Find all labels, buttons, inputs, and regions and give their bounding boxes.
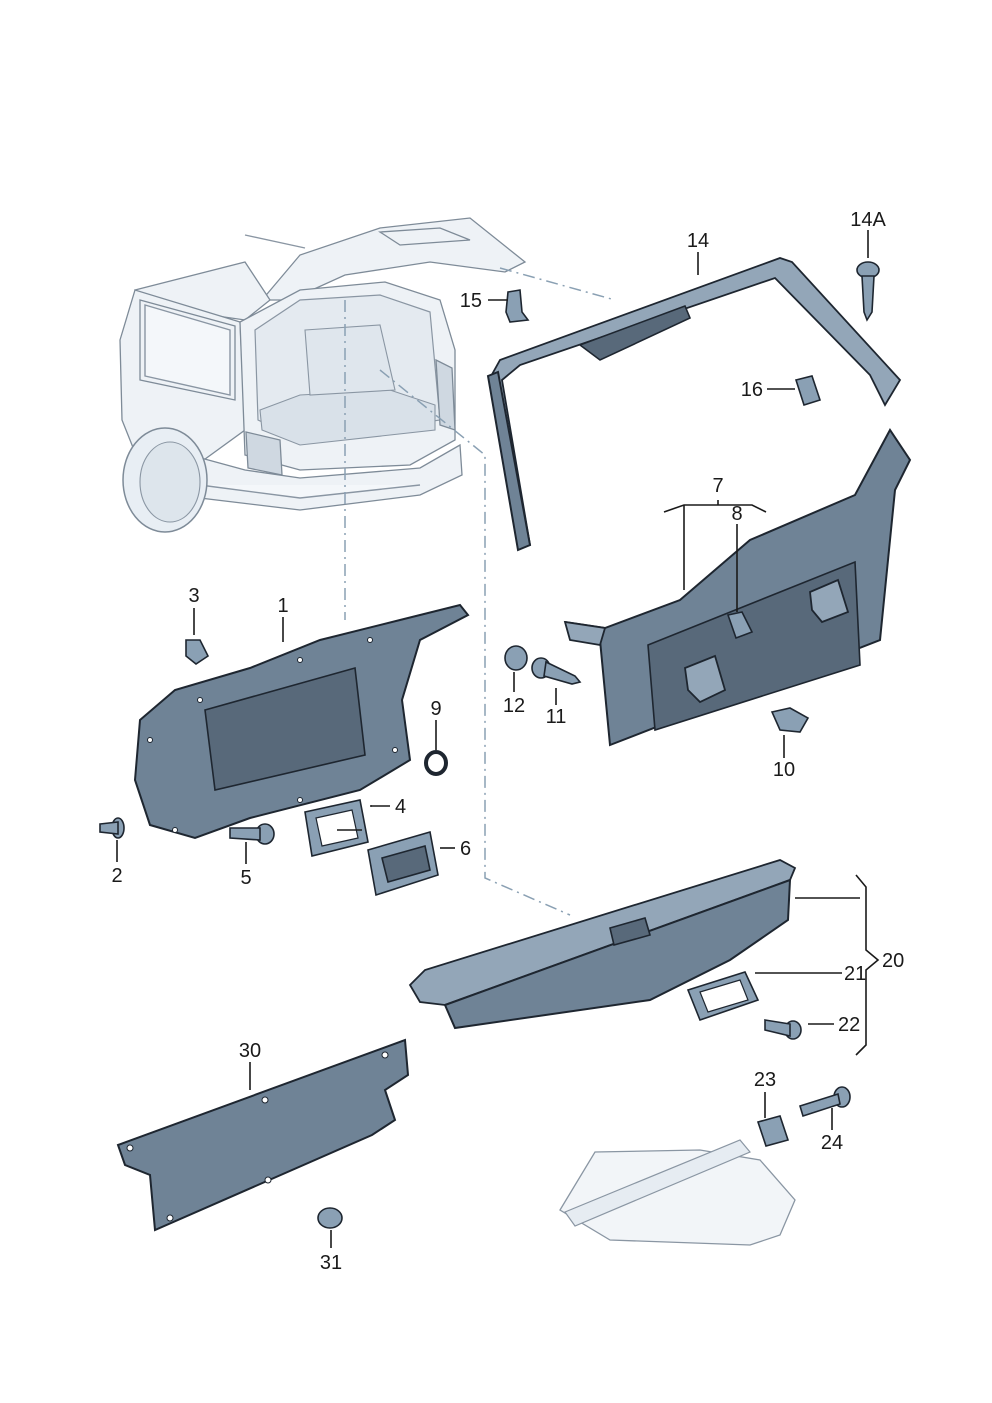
- label-11: 11: [546, 706, 567, 728]
- leader-lines: [116, 230, 880, 1248]
- part-3-clip: [185, 639, 210, 665]
- part-14-frame-seal: [486, 257, 902, 552]
- label-20: 20: [882, 950, 904, 972]
- part-12-cap: [504, 645, 528, 671]
- part-10-button: [770, 707, 810, 733]
- part-1-trim-panel: [133, 603, 470, 840]
- label-31: 31: [320, 1252, 342, 1274]
- label-5: 5: [240, 867, 251, 889]
- part-30-panel: [116, 1038, 410, 1232]
- part-labels: 1 2 3 4 5 6 7 8 9 10 11 12 14 14A 15 16 …: [111, 209, 904, 1274]
- part-31-clip: [317, 1207, 343, 1229]
- label-10: 10: [773, 759, 795, 781]
- part-11-screw: [531, 657, 582, 685]
- label-2: 2: [111, 865, 122, 887]
- label-30: 30: [239, 1040, 261, 1062]
- label-8: 8: [731, 503, 742, 525]
- label-9: 9: [430, 698, 441, 720]
- label-12: 12: [503, 695, 525, 717]
- roller-blind-illustration: [559, 1139, 796, 1246]
- label-14a: 14A: [850, 209, 886, 231]
- assembly-lines: [344, 267, 616, 916]
- part-5-screw: [229, 823, 275, 845]
- part-4-frame: [304, 799, 369, 857]
- part-24-bolt: [799, 1086, 851, 1118]
- label-3: 3: [188, 585, 199, 607]
- part-21-frame: [686, 971, 760, 1022]
- part-23-sleeve: [756, 1115, 790, 1147]
- part-14a-screw: [856, 261, 880, 322]
- label-24: 24: [821, 1132, 843, 1154]
- label-16: 16: [741, 379, 763, 401]
- part-2-rivet: [99, 817, 125, 839]
- label-23: 23: [754, 1069, 776, 1091]
- label-7: 7: [712, 475, 723, 497]
- part-22-screw: [764, 1019, 802, 1040]
- part-20-cover: [408, 859, 797, 1030]
- part-9-ring: [424, 750, 448, 776]
- label-14: 14: [687, 230, 709, 252]
- label-22: 22: [838, 1014, 860, 1036]
- label-6: 6: [460, 838, 471, 860]
- part-8-clip: [726, 611, 754, 640]
- part-6-handle-recess: [367, 830, 439, 897]
- label-21: 21: [844, 963, 866, 985]
- label-15: 15: [460, 290, 482, 312]
- label-1: 1: [277, 595, 288, 617]
- label-4: 4: [395, 796, 406, 818]
- vehicle-rear-illustration: [119, 217, 527, 533]
- part-15-clip: [505, 289, 530, 323]
- part-16-clip: [794, 375, 822, 407]
